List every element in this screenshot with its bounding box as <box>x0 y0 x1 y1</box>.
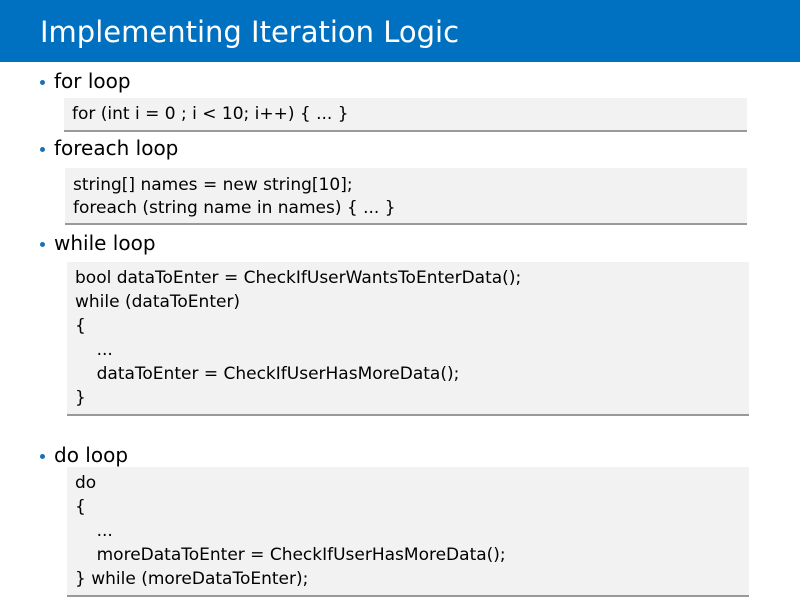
bullet-label: while loop <box>54 231 156 255</box>
code-line: ... <box>75 340 113 360</box>
bullet-foreach-loop: foreach loop <box>40 135 178 161</box>
code-line: { <box>75 316 86 336</box>
code-block-for-loop: for (int i = 0 ; i < 10; i++) { ... } <box>64 98 747 132</box>
code-block-while-loop: bool dataToEnter = CheckIfUserWantsToEnt… <box>67 262 749 416</box>
code-line: for (int i = 0 ; i < 10; i++) { ... } <box>72 104 349 124</box>
code-line: moreDataToEnter = CheckIfUserHasMoreData… <box>75 545 506 565</box>
bullet-do-loop: do loop <box>40 442 128 468</box>
code-line: { <box>75 497 86 517</box>
slide-title: Implementing Iteration Logic <box>40 15 460 49</box>
code-line: foreach (string name in names) { ... } <box>73 198 396 218</box>
code-line: ... <box>75 521 113 541</box>
bullet-icon <box>40 146 45 152</box>
code-line: } while (moreDataToEnter); <box>75 569 309 589</box>
bullet-label: do loop <box>54 443 129 467</box>
code-line: bool dataToEnter = CheckIfUserWantsToEnt… <box>75 268 522 288</box>
code-line: } <box>75 388 86 408</box>
bullet-while-loop: while loop <box>40 230 156 256</box>
bullet-for-loop: for loop <box>40 68 131 94</box>
bullet-icon <box>40 79 45 85</box>
bullet-label: for loop <box>54 69 131 93</box>
code-line: do <box>75 473 97 493</box>
bullet-icon <box>40 241 45 247</box>
code-line: string[] names = new string[10]; <box>73 175 353 195</box>
code-line: dataToEnter = CheckIfUserHasMoreData(); <box>75 364 460 384</box>
title-bar: Implementing Iteration Logic <box>0 0 800 62</box>
code-line: while (dataToEnter) <box>75 292 241 312</box>
bullet-label: foreach loop <box>54 136 179 160</box>
bullet-icon <box>40 453 45 459</box>
code-block-foreach-loop: string[] names = new string[10]; foreach… <box>65 168 747 225</box>
code-block-do-loop: do { ... moreDataToEnter = CheckIfUserHa… <box>67 467 749 597</box>
